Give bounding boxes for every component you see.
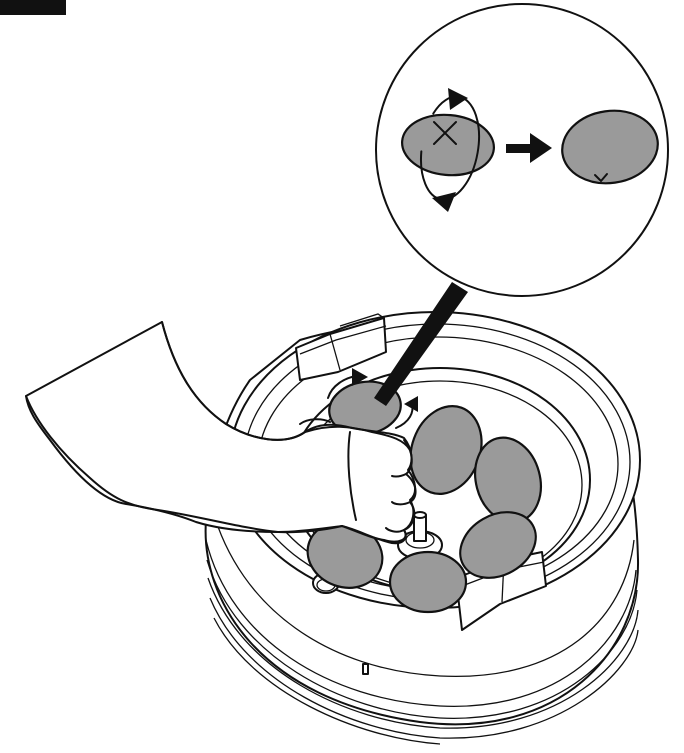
egg — [390, 552, 466, 612]
step-marker — [0, 0, 66, 15]
zoom-callout — [376, 4, 668, 296]
